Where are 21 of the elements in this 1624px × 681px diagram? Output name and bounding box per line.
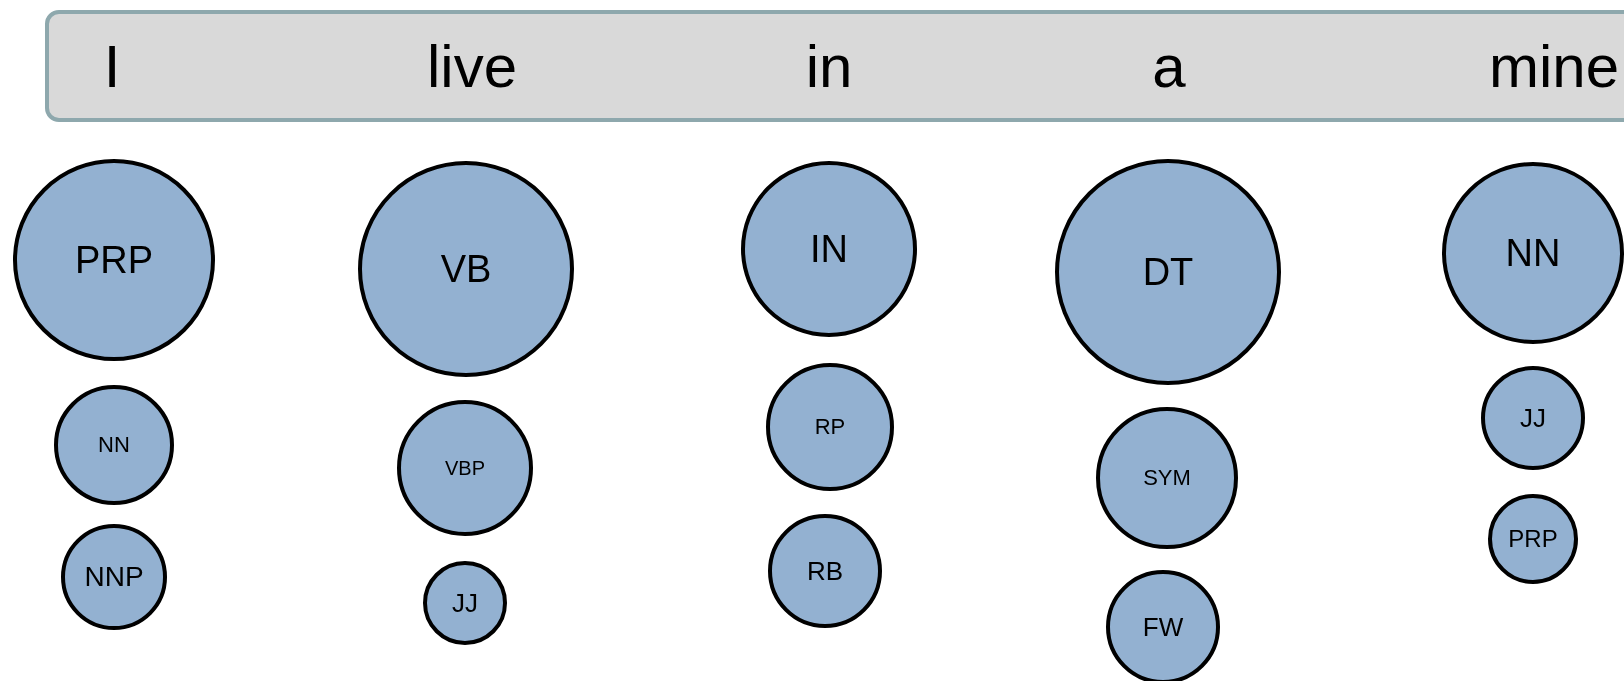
tag-label: NN [1505, 231, 1561, 275]
tag-label: NNP [84, 561, 144, 593]
word-label: I [103, 31, 121, 101]
tag-label: PRP [1508, 525, 1558, 553]
tag-label: JJ [1520, 402, 1546, 434]
sentence-band [45, 10, 1624, 122]
tag-label: JJ [452, 587, 478, 619]
word-label: in [805, 31, 853, 101]
word-label: mine [1488, 31, 1620, 101]
tag-label: SYM [1143, 465, 1191, 491]
tag-label: DT [1142, 250, 1194, 294]
tag-label: VB [440, 247, 492, 291]
tag-label: VBP [445, 456, 485, 480]
tag-label: PRP [74, 238, 154, 282]
tag-label: NN [98, 432, 130, 458]
tag-label: FW [1142, 611, 1184, 643]
word-label: live [427, 31, 517, 101]
tag-label: IN [810, 227, 848, 271]
tag-label: RB [806, 555, 844, 587]
word-label: a [1152, 31, 1186, 101]
tag-label: RP [814, 414, 846, 440]
